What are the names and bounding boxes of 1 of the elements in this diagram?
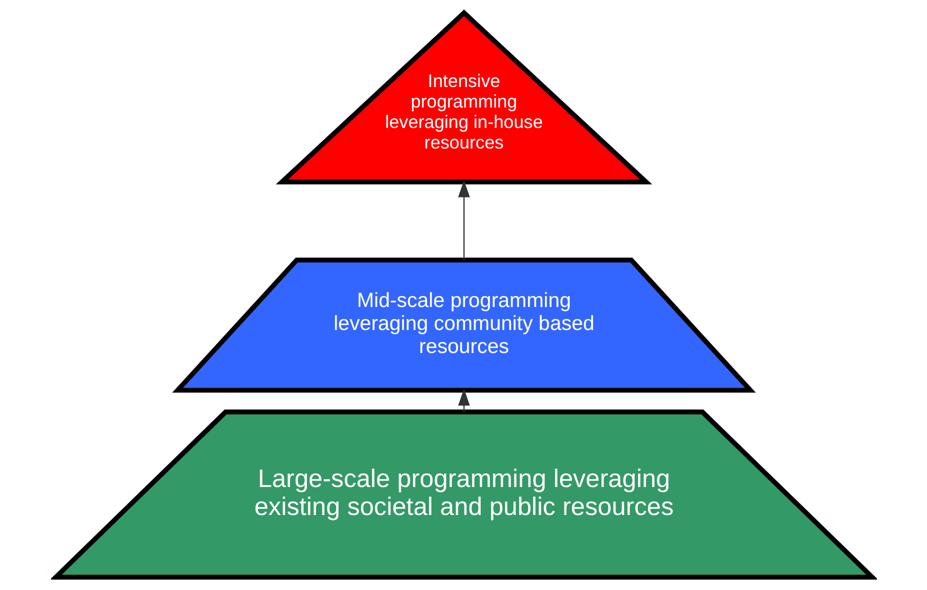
arrow xyxy=(458,180,470,260)
